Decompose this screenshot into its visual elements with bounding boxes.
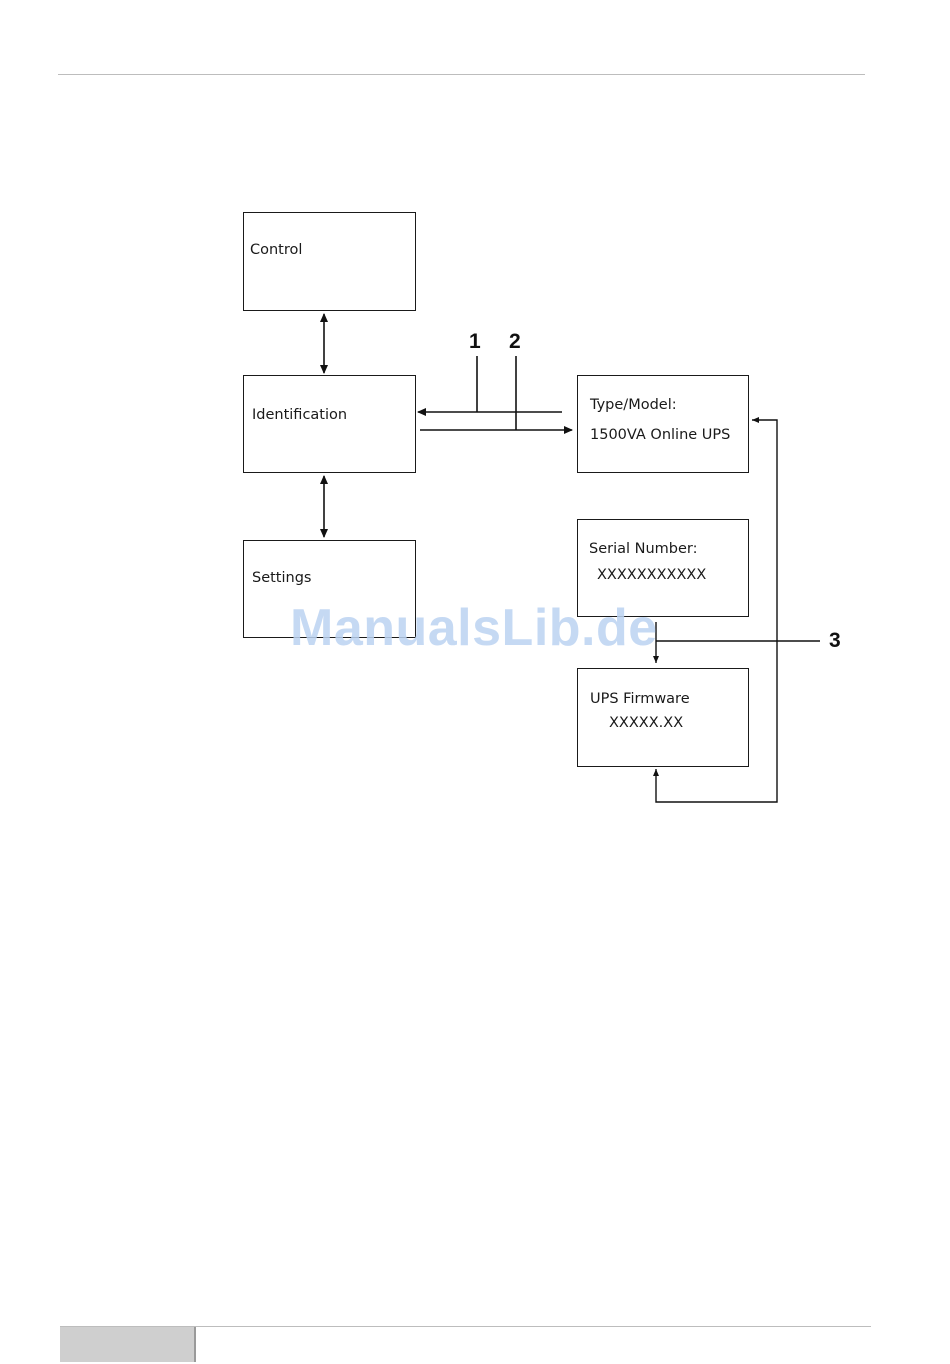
type-model-label: Type/Model:	[590, 397, 677, 413]
callout-2: 2	[509, 330, 521, 354]
identification-label: Identification	[252, 407, 347, 423]
ups-firmware-value: XXXXX.XX	[609, 715, 683, 731]
ups-firmware-label: UPS Firmware	[590, 691, 690, 707]
serial-number-label: Serial Number:	[589, 541, 698, 557]
type-model-box: Type/Model: 1500VA Online UPS	[577, 375, 749, 473]
callout-3: 3	[829, 629, 841, 653]
control-box: Control	[243, 212, 416, 311]
footer-page-tab	[60, 1327, 196, 1362]
type-model-value: 1500VA Online UPS	[590, 427, 730, 443]
identification-box: Identification	[243, 375, 416, 473]
serial-number-value: XXXXXXXXXXX	[597, 567, 706, 583]
watermark: ManualsLib.de	[290, 598, 658, 658]
ups-firmware-box: UPS Firmware XXXXX.XX	[577, 668, 749, 767]
callout-1: 1	[469, 330, 481, 354]
settings-label: Settings	[252, 570, 311, 586]
control-label: Control	[250, 242, 302, 258]
